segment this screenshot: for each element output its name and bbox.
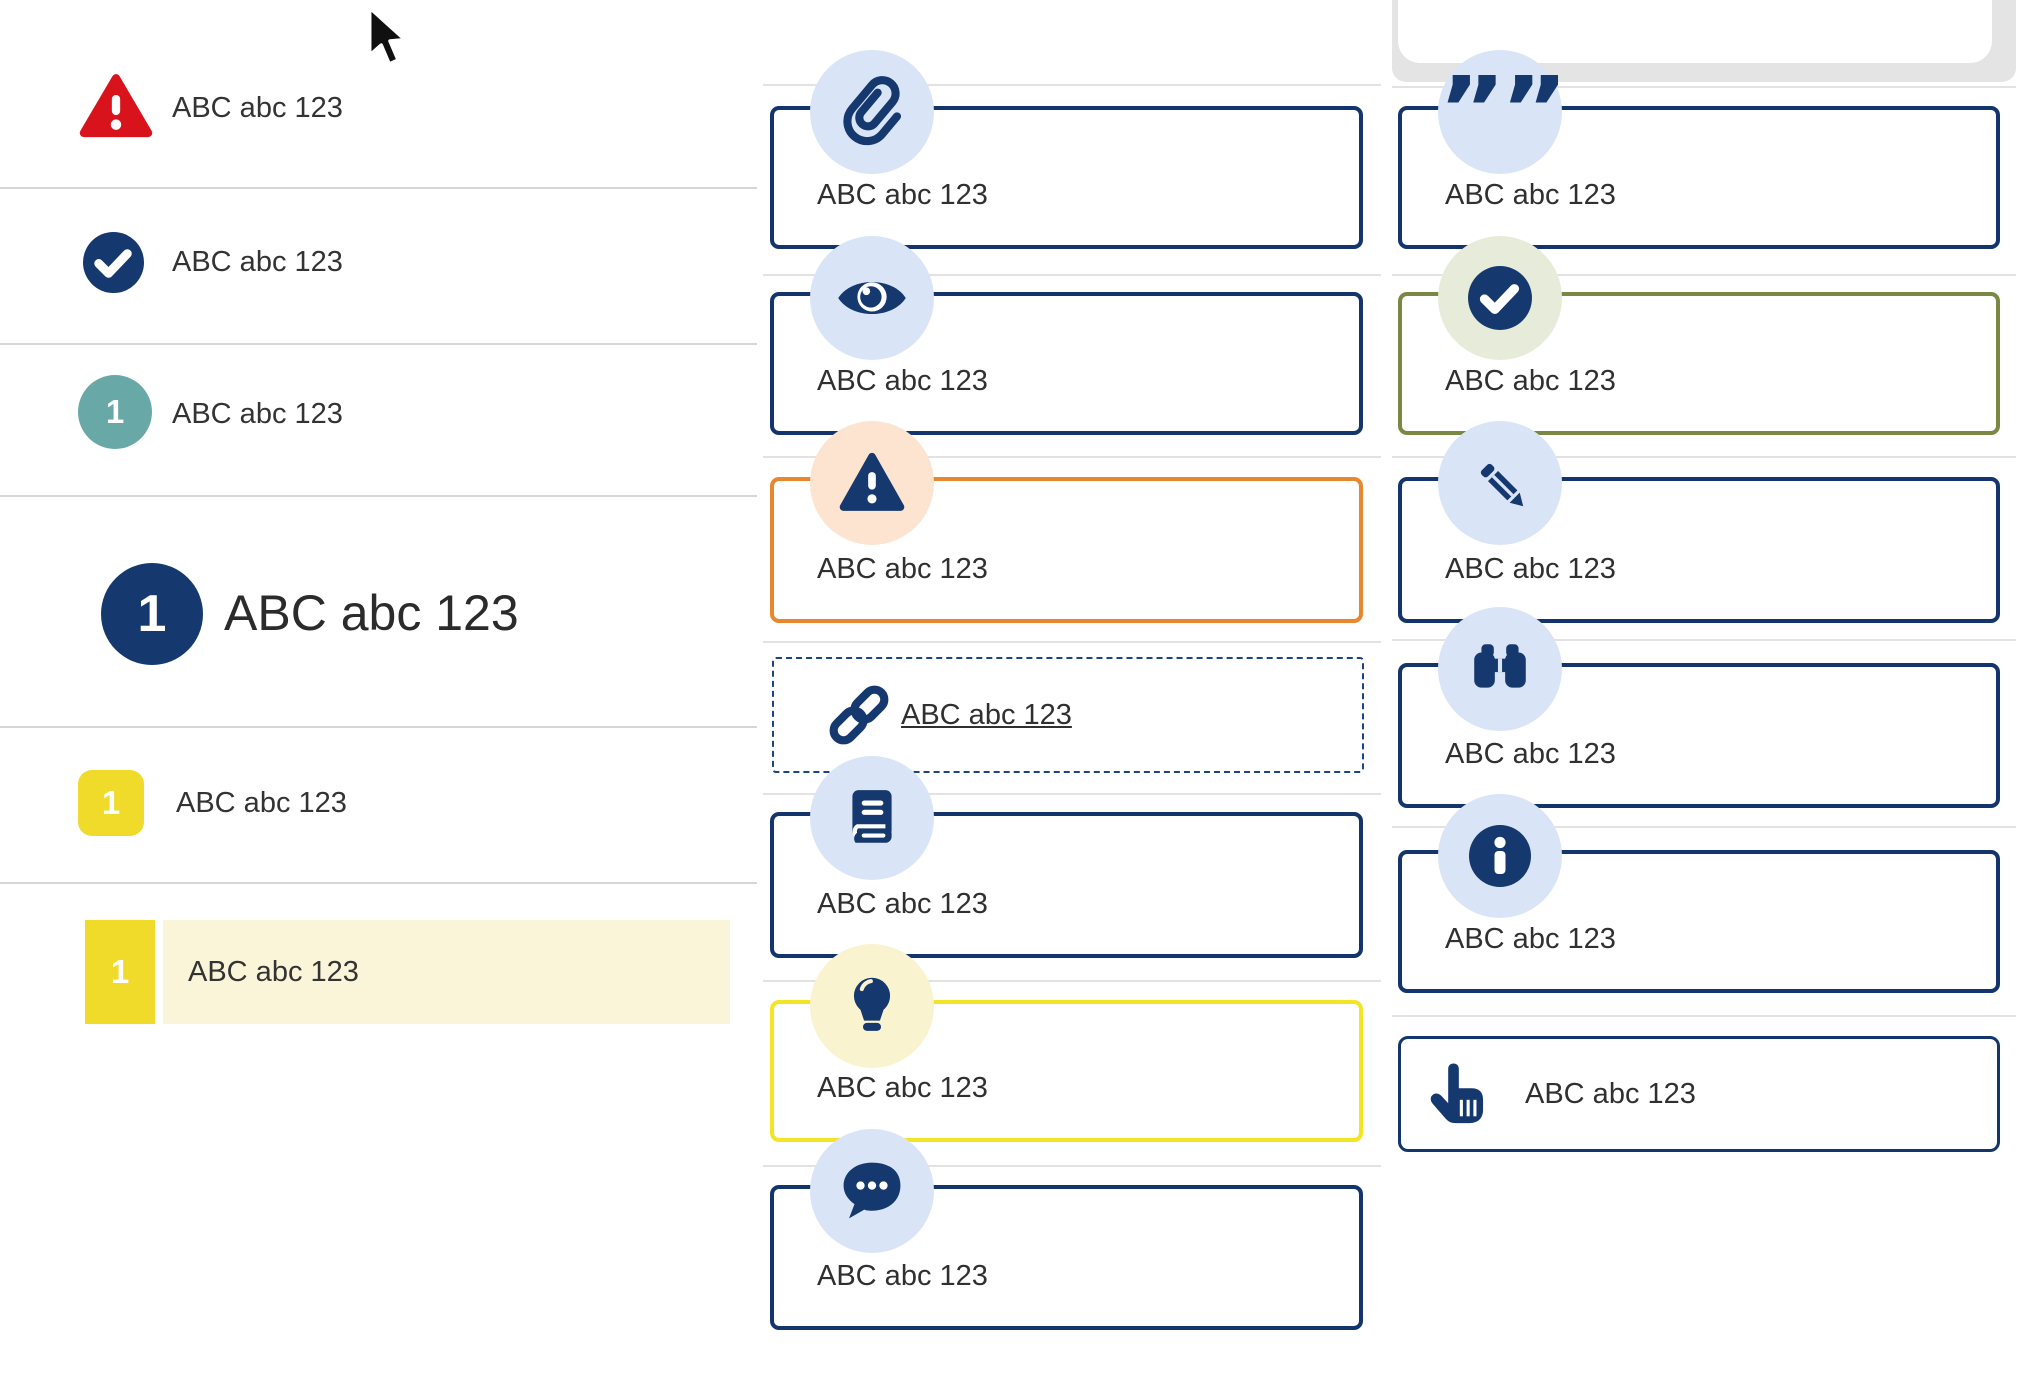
alert-triangle-icon [79, 74, 153, 138]
divider [763, 274, 1381, 276]
binoculars-icon [1438, 607, 1562, 731]
hand-icon [1423, 1063, 1485, 1125]
divider [763, 1165, 1381, 1167]
divider [1392, 826, 2016, 828]
divider [0, 187, 757, 189]
quote-glyph: ”” [1438, 75, 1562, 149]
divider [1392, 274, 2016, 276]
chat-icon [810, 1129, 934, 1253]
callout-label: ABC abc 123 [817, 553, 988, 585]
divider [1392, 639, 2016, 641]
callout-label: ABC abc 123 [817, 888, 988, 920]
callout-card-observe: ABC abc 123 [770, 236, 1363, 435]
callout-card-search: ABC abc 123 [1398, 607, 2000, 808]
list-item-label: ABC abc 123 [176, 787, 347, 819]
callout-card-link: ABC abc 123 [772, 657, 1364, 773]
divider [1392, 86, 2016, 88]
info-icon [1438, 794, 1562, 918]
callout-label: ABC abc 123 [817, 1072, 988, 1104]
list-item-label: ABC abc 123 [172, 92, 343, 124]
pencil-icon [1438, 421, 1562, 545]
callout-card-action: ABC abc 123 [1398, 1036, 2000, 1152]
callout-card-reference: ABC abc 123 [770, 756, 1363, 958]
list-item-label: ABC abc 123 [188, 956, 359, 988]
callout-label: ABC abc 123 [1445, 923, 1616, 955]
callout-card-info: ABC abc 123 [1398, 794, 2000, 993]
divider [0, 343, 757, 345]
step-badge-navy-large: 1 [101, 563, 203, 665]
book-icon [810, 756, 934, 880]
step-badge-yellow-highlighted: 1 [85, 920, 155, 1024]
callout-label: ABC abc 123 [1445, 179, 1616, 211]
list-item-label: ABC abc 123 [172, 398, 343, 430]
callout-card-discussion: ABC abc 123 [770, 1129, 1363, 1330]
eye-icon [810, 236, 934, 360]
check-icon [1438, 236, 1562, 360]
link-icon [824, 680, 894, 750]
divider [0, 495, 757, 497]
callout-card-tip: ABC abc 123 [770, 944, 1363, 1142]
quote-icon: ”” [1438, 50, 1562, 174]
callout-card-edit: ABC abc 123 [1398, 421, 2000, 623]
callout-label: ABC abc 123 [1445, 738, 1616, 770]
callout-label: ABC abc 123 [817, 179, 988, 211]
divider [763, 456, 1381, 458]
list-item-label: ABC abc 123 [172, 246, 343, 278]
divider [0, 726, 757, 728]
callout-card-quote: ”” ABC abc 123 [1398, 50, 2000, 249]
divider [1392, 1015, 2016, 1017]
divider [763, 84, 1381, 86]
list-item-label: ABC abc 123 [224, 585, 519, 641]
lightbulb-icon [810, 944, 934, 1068]
divider [763, 793, 1381, 795]
paperclip-icon [810, 50, 934, 174]
divider [0, 882, 757, 884]
callout-link[interactable]: ABC abc 123 [901, 699, 1072, 731]
divider [1392, 456, 2016, 458]
callout-card-success: ABC abc 123 [1398, 236, 2000, 435]
callout-label: ABC abc 123 [1445, 553, 1616, 585]
step-badge-teal: 1 [78, 375, 152, 449]
divider [763, 980, 1381, 982]
mouse-cursor [367, 6, 407, 66]
warning-icon [810, 421, 934, 545]
callout-label: ABC abc 123 [1525, 1078, 1696, 1110]
callout-label: ABC abc 123 [1445, 365, 1616, 397]
callout-card-attachment: ABC abc 123 [770, 50, 1363, 249]
callout-label: ABC abc 123 [817, 365, 988, 397]
check-circle-icon [82, 231, 145, 294]
step-badge-yellow: 1 [78, 770, 144, 836]
callout-card-warning: ABC abc 123 [770, 421, 1363, 623]
divider [763, 641, 1381, 643]
row-highlight [163, 920, 730, 1024]
callout-label: ABC abc 123 [817, 1260, 988, 1292]
